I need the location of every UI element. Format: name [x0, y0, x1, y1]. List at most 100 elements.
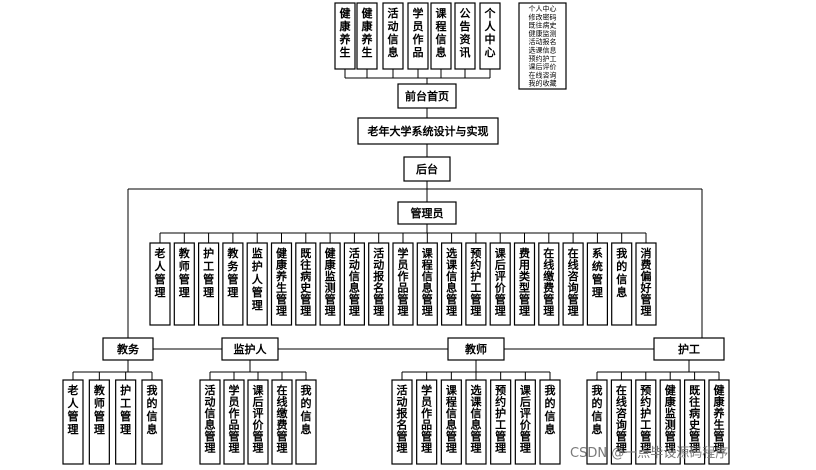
role-0-module-3: 我的信息 [141, 379, 163, 465]
admin-module-6-label: 既往病史管理 [300, 247, 312, 318]
admin-module-9: 活动报名管理 [368, 242, 390, 326]
role-2-module-4-label: 预约护工管理 [495, 383, 506, 455]
role-3-module-5-label: 健康养生管理 [713, 383, 726, 455]
role-2-module-0: 活动报名管理 [391, 379, 413, 465]
role-0-module-0-label: 老人管理 [67, 383, 80, 436]
front-home-node: 前台首页 [397, 83, 457, 109]
role-1-module-4-label: 我的信息 [301, 383, 312, 436]
role-2-module-3-label: 选课信息管理 [471, 383, 483, 455]
admin-module-4: 监护人管理 [246, 242, 268, 326]
role-3-module-3: 健康监测管理 [659, 379, 681, 465]
admin-module-3: 教务管理 [222, 242, 244, 326]
role-1-module-2: 课后评价管理 [247, 379, 269, 465]
admin-module-2-label: 护工管理 [203, 246, 214, 299]
admin-module-2: 护工管理 [198, 242, 220, 326]
admin-module-18-label: 系统管理 [592, 246, 603, 299]
personal-center-item: 活动报名 [529, 37, 557, 46]
system-title-node: 老年大学系统设计与实现 [357, 117, 499, 145]
role-0-module-1: 教师管理 [88, 379, 110, 465]
role-2-module-4: 预约护工管理 [490, 379, 512, 465]
admin-module-4-label: 监护人管理 [252, 246, 264, 312]
personal-center-item: 课后评价 [529, 62, 557, 71]
role-3-module-3-label: 健康监测管理 [665, 383, 677, 455]
admin-module-6: 既往病史管理 [295, 242, 317, 326]
role-3-module-2: 预约护工管理 [635, 379, 657, 465]
role-2-module-6-label: 我的信息 [545, 383, 556, 436]
role-0-module-3-label: 我的信息 [147, 383, 158, 436]
role-node-1-label: 监护人 [234, 342, 268, 356]
admin-module-8-label: 活动信息管理 [349, 246, 360, 318]
role-node-3: 护工 [653, 337, 725, 361]
role-3-module-0-label: 我的信息 [592, 383, 603, 436]
front-module-5: 公告资讯 [454, 2, 476, 70]
role-3-module-4: 既往病史管理 [683, 379, 706, 465]
admin-module-5: 健康养生管理 [270, 242, 293, 326]
admin-module-13: 预约护工管理 [465, 242, 487, 326]
admin-module-15-label: 费用类型管理 [519, 246, 531, 318]
admin-module-3-label: 教务管理 [226, 246, 239, 299]
admin-module-16-label: 在线缴费管理 [543, 246, 555, 318]
admin-module-19: 我的信息 [611, 242, 633, 326]
personal-center-item: 健康监测 [529, 29, 557, 38]
personal-center-item: 我的收藏 [529, 79, 557, 88]
admin-module-5-label: 健康养生管理 [275, 246, 288, 318]
admin-module-9-label: 活动报名管理 [373, 246, 385, 318]
backend-node: 后台 [403, 156, 451, 182]
front-module-5-label: 公告资讯 [460, 7, 471, 59]
personal-center-item: 修改密码 [529, 12, 557, 21]
backend-node-label: 后台 [416, 162, 438, 176]
role-node-1: 监护人 [221, 337, 279, 361]
admin-module-16: 在线缴费管理 [538, 242, 560, 326]
role-2-module-5: 课后评价管理 [514, 379, 536, 465]
role-2-module-0-label: 活动报名管理 [397, 383, 409, 455]
role-node-3-label: 护工 [678, 342, 700, 356]
front-module-6-label: 个人中心 [484, 6, 497, 59]
admin-module-10-label: 学员作品管理 [398, 246, 409, 318]
admin-module-11: 课程信息管理 [416, 242, 438, 326]
role-3-module-4-label: 既往病史管理 [689, 384, 701, 455]
personal-center-item: 个人中心 [529, 4, 557, 13]
front-module-6: 个人中心 [479, 2, 501, 70]
front-module-2: 活动信息 [382, 2, 404, 70]
admin-module-1: 教师管理 [173, 242, 195, 326]
admin-module-10: 学员作品管理 [392, 242, 414, 326]
role-1-module-0-label: 活动信息管理 [205, 383, 216, 455]
admin-module-0-label: 老人管理 [154, 246, 167, 299]
personal-center-item: 既往病史 [529, 21, 557, 30]
personal-center-item: 在线咨询 [529, 70, 557, 79]
role-1-module-2-label: 课后评价管理 [253, 383, 265, 455]
admin-module-19-label: 我的信息 [616, 246, 627, 299]
admin-module-0: 老人管理 [149, 242, 171, 326]
admin-module-14: 课后评价管理 [489, 242, 511, 326]
role-2-module-6: 我的信息 [539, 379, 561, 465]
front-module-4: 课程信息 [430, 2, 452, 70]
role-node-2-label: 教师 [464, 342, 487, 356]
role-node-0-label: 教务 [116, 342, 140, 356]
front-module-3: 学员作品 [407, 2, 429, 70]
admin-module-11-label: 课程信息管理 [422, 246, 434, 318]
admin-module-14-label: 课后评价管理 [495, 246, 507, 318]
role-3-module-2-label: 预约护工管理 [640, 383, 651, 455]
role-3-module-5: 健康养生管理 [708, 379, 730, 465]
admin-module-17-label: 在线咨询管理 [568, 246, 579, 318]
admin-module-18: 系统管理 [586, 242, 609, 326]
role-3-module-1-label: 在线咨询管理 [616, 383, 627, 455]
admin-module-8: 活动信息管理 [343, 242, 365, 326]
front-module-1: 健康养生 [356, 2, 378, 70]
admin-module-12-label: 选课信息管理 [446, 246, 458, 318]
role-1-module-1-label: 学员作品管理 [229, 383, 240, 455]
admin-module-1-label: 教师管理 [178, 246, 191, 299]
role-2-module-2-label: 课程信息管理 [446, 383, 458, 455]
system-title-node-label: 老年大学系统设计与实现 [367, 124, 489, 138]
watermark: CSDN @一点毕设源码程序 [570, 446, 728, 461]
role-1-module-3: 在线缴费管理 [271, 379, 293, 465]
admin-module-20-label: 消费偏好管理 [640, 246, 652, 318]
front-module-4-label: 课程信息 [436, 6, 448, 59]
admin-module-12: 选课信息管理 [441, 242, 463, 326]
front-module-3-label: 学员作品 [413, 6, 424, 59]
role-0-module-0: 老人管理 [62, 379, 84, 465]
role-1-module-1: 学员作品管理 [223, 379, 245, 465]
front-home-node-label: 前台首页 [405, 89, 449, 103]
